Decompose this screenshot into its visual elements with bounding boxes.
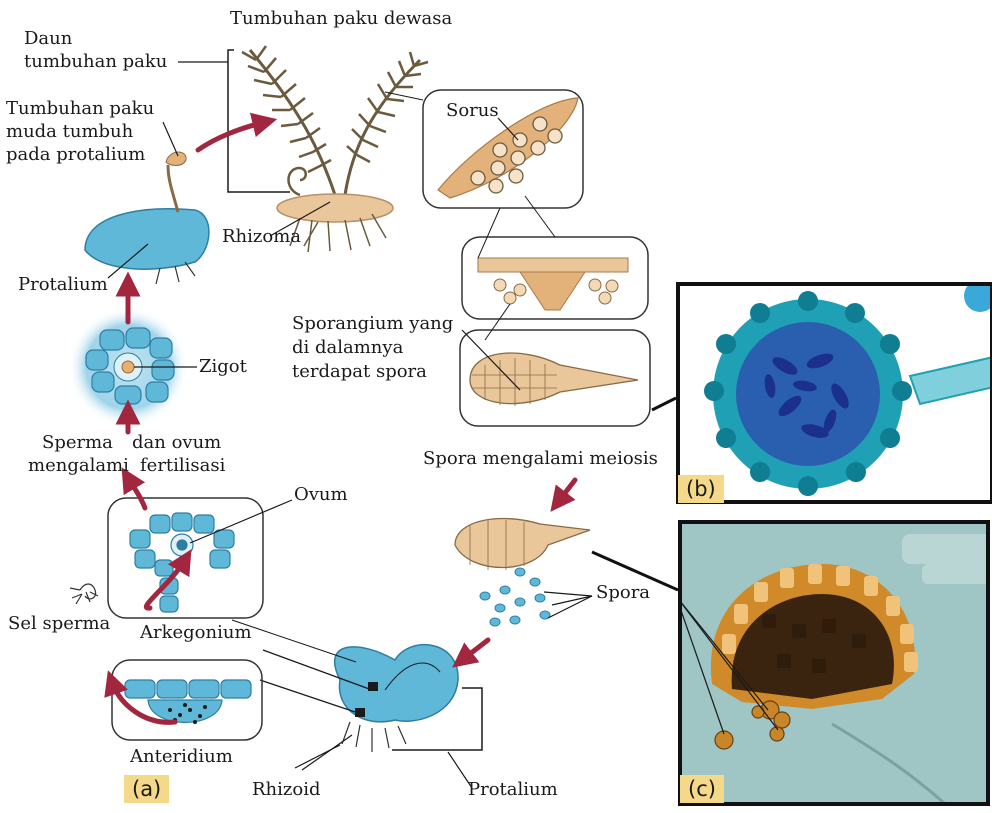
young-fern-label-line3: pada protalium bbox=[6, 144, 145, 166]
antheridium-label: Anteridium bbox=[130, 746, 233, 768]
fern-leaf-label-line2: tumbuhan paku bbox=[24, 51, 167, 73]
prothallium-bottom-label: Protalium bbox=[468, 779, 558, 801]
fertilization-label-ovum: dan ovum bbox=[132, 432, 221, 454]
young-fern-leader bbox=[163, 122, 178, 156]
young-fern-label-line2: muda tumbuh bbox=[6, 121, 133, 143]
sperm-cell-label: Sel sperma bbox=[8, 613, 110, 635]
panel-a-tag: (a) bbox=[124, 775, 169, 803]
sorus-label: Sorus bbox=[446, 100, 499, 122]
spores-label: Spora bbox=[596, 582, 650, 604]
meiosis-label: Spora mengalami meiosis bbox=[423, 448, 658, 470]
spores-leaders bbox=[544, 592, 592, 618]
sporangium-illustration bbox=[470, 353, 638, 406]
fern-leaf-label-line1: Daun bbox=[24, 28, 72, 50]
zoom-line bbox=[478, 208, 500, 258]
sporangium-label-line1: Sporangium yang bbox=[292, 313, 453, 335]
photo-c-sporangium-micrograph bbox=[678, 520, 990, 806]
adult-fern-label: Tumbuhan paku dewasa bbox=[230, 8, 452, 30]
prothallium-top-label: Protalium bbox=[18, 274, 108, 296]
photo-c-drawing bbox=[682, 524, 990, 806]
fertilization-label-undergo: mengalami bbox=[28, 455, 129, 477]
sporangium-label-line3: terdapat spora bbox=[292, 361, 427, 383]
photo-b-drawing bbox=[680, 286, 992, 504]
rhizome-label: Rhizoma bbox=[222, 226, 301, 248]
sorus-cross-section bbox=[478, 258, 628, 310]
sperm-cell-illustration bbox=[70, 584, 98, 604]
adult-fern-illustration bbox=[242, 46, 428, 252]
fertilization-label-fertilization: fertilisasi bbox=[140, 455, 225, 477]
bursting-sporangium bbox=[455, 519, 590, 626]
zoom-line bbox=[525, 196, 555, 237]
ovum-label: Ovum bbox=[294, 484, 348, 506]
sporangium-label-line2: di dalamnya bbox=[292, 337, 403, 359]
archegonium-label: Arkegonium bbox=[140, 622, 252, 644]
rhizoid-label: Rhizoid bbox=[252, 779, 321, 801]
prothallium-top-illustration bbox=[85, 152, 209, 284]
panel-b-tag: (b) bbox=[678, 475, 724, 503]
photo-b-connector bbox=[652, 398, 676, 410]
zygote-label: Zigot bbox=[199, 356, 247, 378]
zoom-line bbox=[485, 304, 510, 340]
photo-b-sporangium-micrograph bbox=[676, 282, 992, 504]
panel-c-tag: (c) bbox=[680, 775, 724, 803]
fertilization-label-sperm: Sperma bbox=[42, 432, 113, 454]
young-fern-label-line1: Tumbuhan paku bbox=[6, 98, 154, 120]
